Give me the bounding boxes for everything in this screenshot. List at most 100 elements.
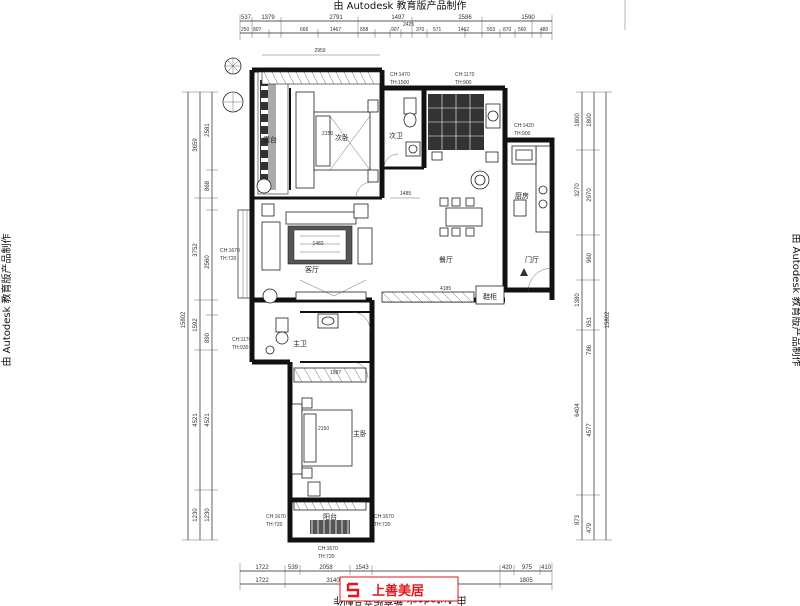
balcony-deck xyxy=(222,57,381,195)
dim-counter: 4185 xyxy=(440,286,451,292)
room-label-balcony-south: 阳台 xyxy=(323,512,337,521)
room-label-kitchen: 厨房 xyxy=(515,191,529,200)
dim-top2-5: 658 xyxy=(360,27,369,33)
kitchen-counter xyxy=(511,145,551,233)
dim-right-inner-6: 4577 xyxy=(587,423,593,437)
brand-logo: 上善美居 xyxy=(339,576,459,602)
dim-right-inner-1: 1800 xyxy=(587,113,593,127)
dim-left-inner-2: 868 xyxy=(205,180,211,191)
dim-living: 1483 xyxy=(312,241,323,247)
bedroom2-furniture xyxy=(295,91,379,199)
dim-top2-12: 560 xyxy=(518,27,527,33)
dim-left-outer-3: 1592 xyxy=(193,318,199,332)
dim-top-6: 1590 xyxy=(521,15,535,21)
room-label-bedroom-main: 主卧 xyxy=(353,429,367,438)
watermark-top: 由 Autodesk 教育版产品制作 xyxy=(333,0,466,12)
logo-mark-icon xyxy=(346,582,360,598)
right-dimension-lines xyxy=(576,91,612,541)
dim-top2-8: 571 xyxy=(433,27,442,33)
window-tag-w6-ch: CH:1670 xyxy=(266,514,286,520)
dim-right-inner-2: 2970 xyxy=(587,188,593,202)
room-label-balcony-north: 露台 xyxy=(263,135,277,144)
main-bath-fixtures xyxy=(265,311,371,355)
dim-top-3: 2791 xyxy=(329,15,343,21)
window-tag-w2-ch: CH:1170 xyxy=(455,72,475,78)
dim-right-outer-5: 873 xyxy=(575,514,581,525)
master-bedroom-furniture xyxy=(291,361,369,497)
dim-balcony-width: 2959 xyxy=(314,48,325,54)
dim-bed2-width: 2150 xyxy=(322,131,333,137)
kitchen-tile-area xyxy=(428,94,501,190)
dim-bottom2-2: 3140 xyxy=(326,578,340,584)
dining-furniture xyxy=(390,197,483,237)
dim-left-outer-4: 4521 xyxy=(193,413,199,427)
window-tag-w7-ch: CH:1670 xyxy=(374,514,394,520)
window-tag-w5-ch: CH:1170 xyxy=(232,337,252,343)
dim-left-inner-5: 4521 xyxy=(205,413,211,427)
dim-bottom-4: 1543 xyxy=(355,565,369,571)
dim-top2-6: 907 xyxy=(391,27,400,33)
watermark-left: 由 Autodesk 教育版产品制作 xyxy=(0,233,13,366)
dim-right-total: 15802 xyxy=(605,311,611,328)
dim-bottom-7: 410 xyxy=(541,565,552,571)
window-tag-w1-th: TH:1500 xyxy=(390,80,409,86)
living-cabinet-counter xyxy=(381,291,475,303)
dim-bottom2-1: 1722 xyxy=(255,578,269,584)
window-tag-w8-ch: CH:1670 xyxy=(318,546,338,552)
dim-top2-4: 1467 xyxy=(330,27,341,33)
dim-top2-1: 250 xyxy=(241,27,250,33)
dim-left-inner-1: 2581 xyxy=(205,123,211,137)
logo-text: 上善美居 xyxy=(372,583,424,599)
window-tag-w8-th: TH:720 xyxy=(318,554,335,560)
dim-bottom-2: 539 xyxy=(288,565,299,571)
window-tag-w2-th: TH:900 xyxy=(455,80,472,86)
dim-top2-13: 480 xyxy=(540,27,549,33)
dim-left-outer-2: 3752 xyxy=(193,243,199,257)
room-label-shoe-cabinet: 鞋柜 xyxy=(483,292,497,301)
window-tag-w3-ch: CH:1420 xyxy=(514,123,534,129)
dim-top-2: 1379 xyxy=(261,15,275,21)
entry-arrow-icon xyxy=(520,268,528,276)
left-dimension-lines xyxy=(182,91,218,541)
window-tag-w1-ch: CH:1470 xyxy=(390,72,410,78)
dim-top2-7: 370 xyxy=(416,27,425,33)
dim-top2-2: 807 xyxy=(253,27,262,33)
dim-right-outer-4: 6404 xyxy=(575,403,581,417)
watermark-right: 由 Autodesk 教育版产品制作 xyxy=(790,233,800,366)
dim-top-5: 2586 xyxy=(458,15,472,21)
room-label-bedroom2: 次卧 xyxy=(335,133,349,142)
window-tag-w7-th: TH:720 xyxy=(374,522,391,528)
dim-left-inner-6: 1230 xyxy=(205,508,211,522)
window-tag-w6-th: TH:720 xyxy=(266,522,283,528)
shoe-cabinet xyxy=(475,285,505,305)
dim-right-inner-4: 951 xyxy=(587,316,593,327)
dim-bottom-5: 420 xyxy=(502,565,513,571)
window-tag-w5-th: TH:930 xyxy=(232,345,249,351)
dim-left-total: 15802 xyxy=(181,311,187,328)
room-label-entry: 门厅 xyxy=(525,255,539,264)
dim-right-inner-3: 960 xyxy=(587,252,593,263)
entry-door-swing xyxy=(527,267,553,293)
dim-top-misc: 2425 xyxy=(403,22,414,28)
dim-bed-main-top: 1987 xyxy=(330,370,341,376)
dim-bed-main-width: 2150 xyxy=(318,426,329,432)
dim-bottom-6: 975 xyxy=(522,565,533,571)
dim-left-outer-5: 1230 xyxy=(193,508,199,522)
dim-right-outer-3: 1380 xyxy=(575,293,581,307)
dim-bottom-3: 2058 xyxy=(319,565,333,571)
living-furniture xyxy=(261,203,373,304)
room-label-bath2: 次卫 xyxy=(389,131,403,140)
dim-bottom2-3: 1805 xyxy=(519,578,533,584)
top-dimension-lines xyxy=(239,15,553,40)
dim-counter-top: 1485 xyxy=(400,191,411,197)
window-tag-w4-th: TH:720 xyxy=(220,256,237,262)
dim-left-inner-3: 2560 xyxy=(205,255,211,269)
window-tag-w4-ch: CH:1670 xyxy=(220,248,240,254)
dim-left-inner-4: 890 xyxy=(205,332,211,343)
room-label-dining: 餐厅 xyxy=(439,255,453,264)
dim-right-outer-1: 1800 xyxy=(575,113,581,127)
dim-top2-11: 870 xyxy=(503,27,512,33)
south-balcony xyxy=(293,501,367,534)
room-label-bath-main: 主卫 xyxy=(293,339,307,348)
